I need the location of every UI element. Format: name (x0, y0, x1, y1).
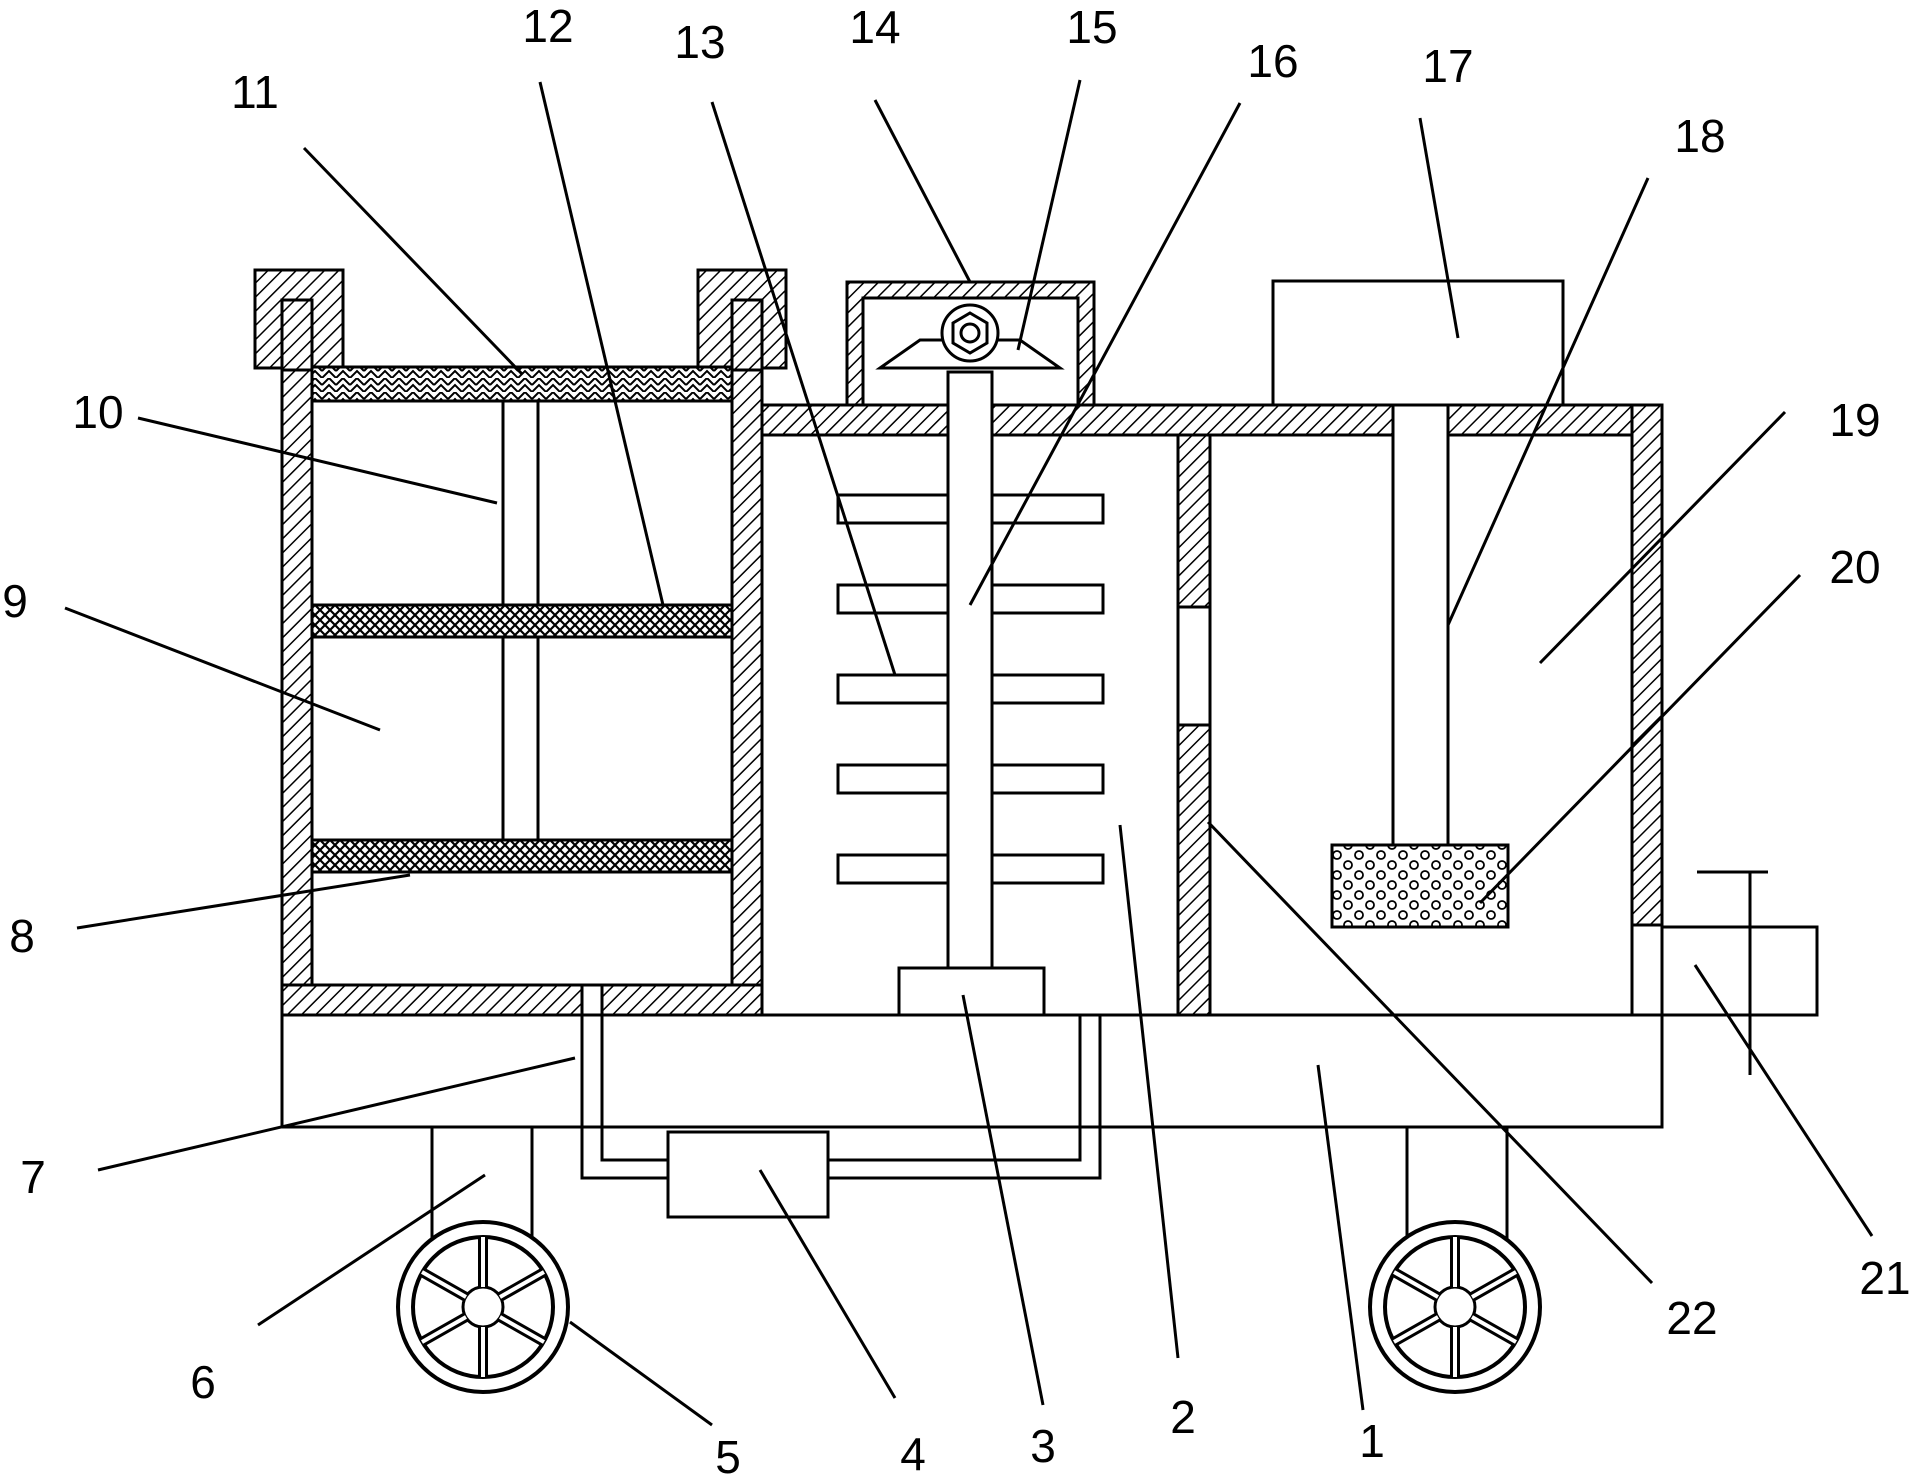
wheel-left (396, 1220, 570, 1394)
leader-lines (64, 79, 1874, 1427)
motor (875, 303, 1065, 370)
label-6: 6 (190, 1356, 216, 1408)
label-13: 13 (674, 16, 725, 68)
label-3: 3 (1030, 1420, 1056, 1472)
label-15: 15 (1066, 1, 1117, 53)
label-7: 7 (20, 1151, 46, 1203)
filter-screen-lower (310, 838, 734, 874)
cap (253, 268, 788, 372)
label-16: 16 (1247, 35, 1298, 87)
piston-rod (1391, 403, 1450, 847)
wheel-right (1368, 1220, 1542, 1394)
label-21: 21 (1859, 1252, 1910, 1304)
label-12: 12 (522, 0, 573, 52)
pipe (580, 985, 1102, 1180)
cylinder (1271, 279, 1565, 407)
label-17: 17 (1422, 40, 1473, 92)
press-plate (1330, 843, 1510, 929)
label-11: 11 (231, 66, 279, 118)
bearing-seat (897, 966, 1046, 1017)
label-5: 5 (715, 1431, 741, 1479)
partition (1176, 433, 1212, 1017)
legs (430, 1125, 1509, 1249)
support-rod (501, 399, 540, 842)
label-10: 10 (72, 386, 123, 438)
label-8: 8 (9, 910, 35, 962)
label-19: 19 (1829, 394, 1880, 446)
pump (666, 1130, 830, 1219)
label-20: 20 (1829, 541, 1880, 593)
label-14: 14 (849, 1, 900, 53)
label-2: 2 (1170, 1391, 1196, 1443)
label-9: 9 (2, 575, 28, 627)
label-22: 22 (1666, 1292, 1717, 1344)
stirring-shaft (946, 370, 994, 970)
label-18: 18 (1674, 110, 1725, 162)
outlet-valve (1630, 870, 1819, 1075)
filter-screen-upper (310, 603, 734, 639)
label-1: 1 (1359, 1415, 1385, 1467)
label-4: 4 (900, 1428, 926, 1479)
base-plate (280, 1013, 1664, 1129)
